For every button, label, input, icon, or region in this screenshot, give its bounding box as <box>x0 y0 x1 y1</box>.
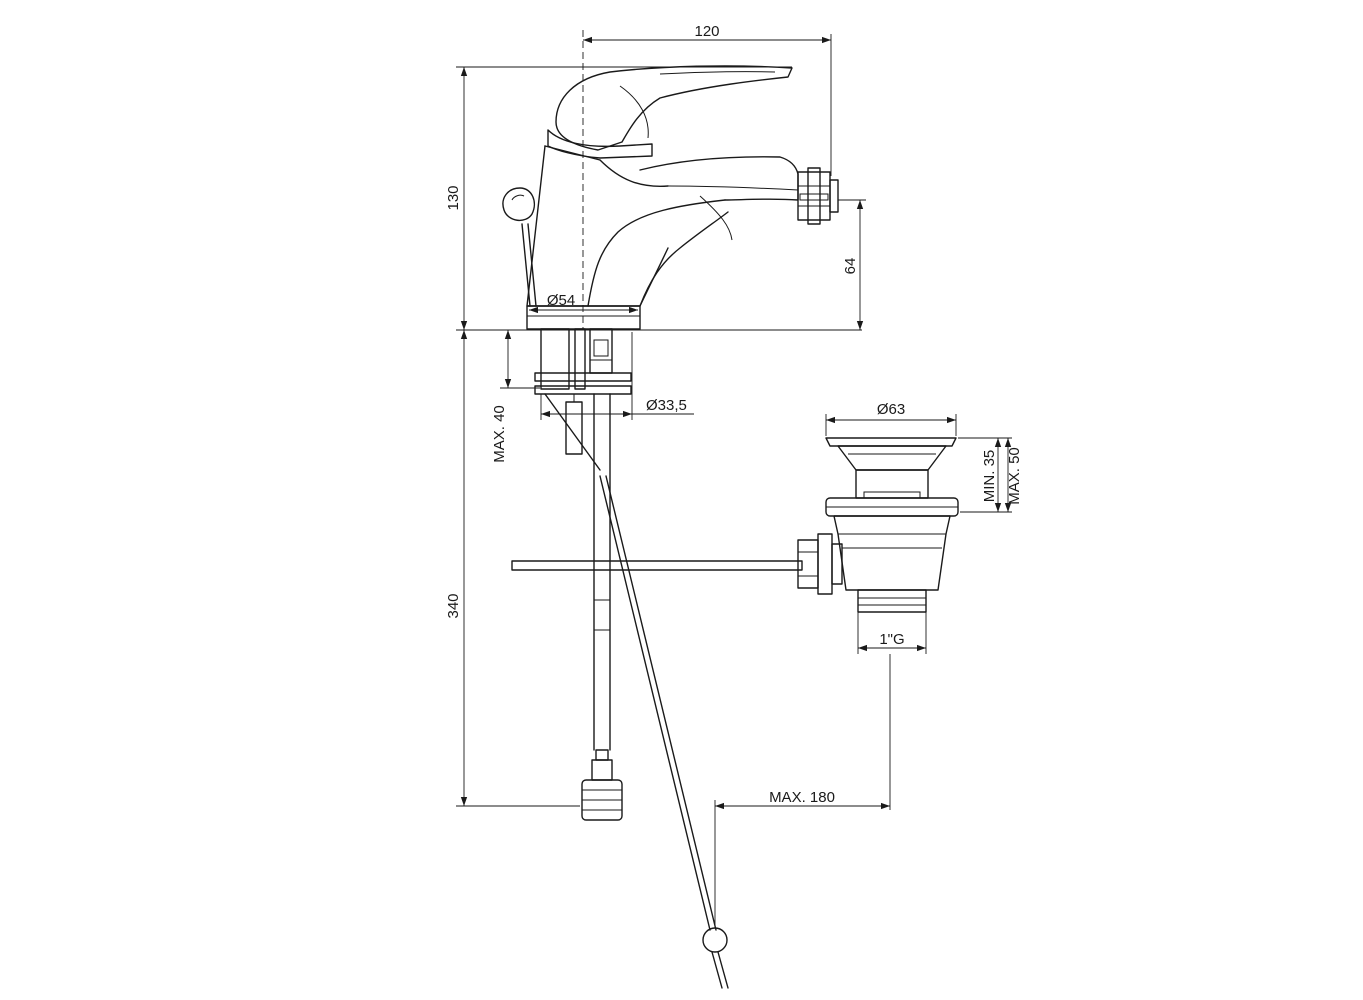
dim-drain-min-35: MIN. 35 <box>981 450 998 503</box>
popup-waste <box>797 437 959 613</box>
dim-rod-max-180: MAX. 180 <box>769 789 835 806</box>
dim-drain-thread: 1"G <box>879 631 904 648</box>
dim-drain-diameter: Ø63 <box>877 401 905 418</box>
dim-width-120: 120 <box>694 23 719 40</box>
shank-assembly <box>534 328 632 471</box>
lever-handle <box>555 65 793 151</box>
linkage-rod <box>511 560 803 571</box>
dim-max-40: MAX. 40 <box>491 405 508 463</box>
dim-base-diameter: Ø54 <box>547 292 575 309</box>
dim-drain-max-50: MAX. 50 <box>1006 447 1023 505</box>
base-ring <box>526 305 641 330</box>
popup-rod <box>599 475 729 989</box>
cartridge-cap <box>547 129 653 159</box>
dimension-lines <box>456 30 1012 928</box>
popup-knob <box>502 187 537 307</box>
dim-spout-64: 64 <box>842 258 859 275</box>
dim-height-130: 130 <box>445 185 462 210</box>
supply-hose <box>581 393 623 821</box>
dim-length-340: 340 <box>445 593 462 618</box>
faucet-body <box>526 65 799 330</box>
spout-arm <box>639 156 799 201</box>
dim-shank-diameter: Ø33,5 <box>646 397 687 414</box>
dimension-labels: 120 130 64 Ø54 Ø33,5 MAX. 40 340 Ø63 MIN… <box>445 23 1023 806</box>
bidet-nozzle <box>797 167 839 225</box>
main-body <box>526 145 669 307</box>
